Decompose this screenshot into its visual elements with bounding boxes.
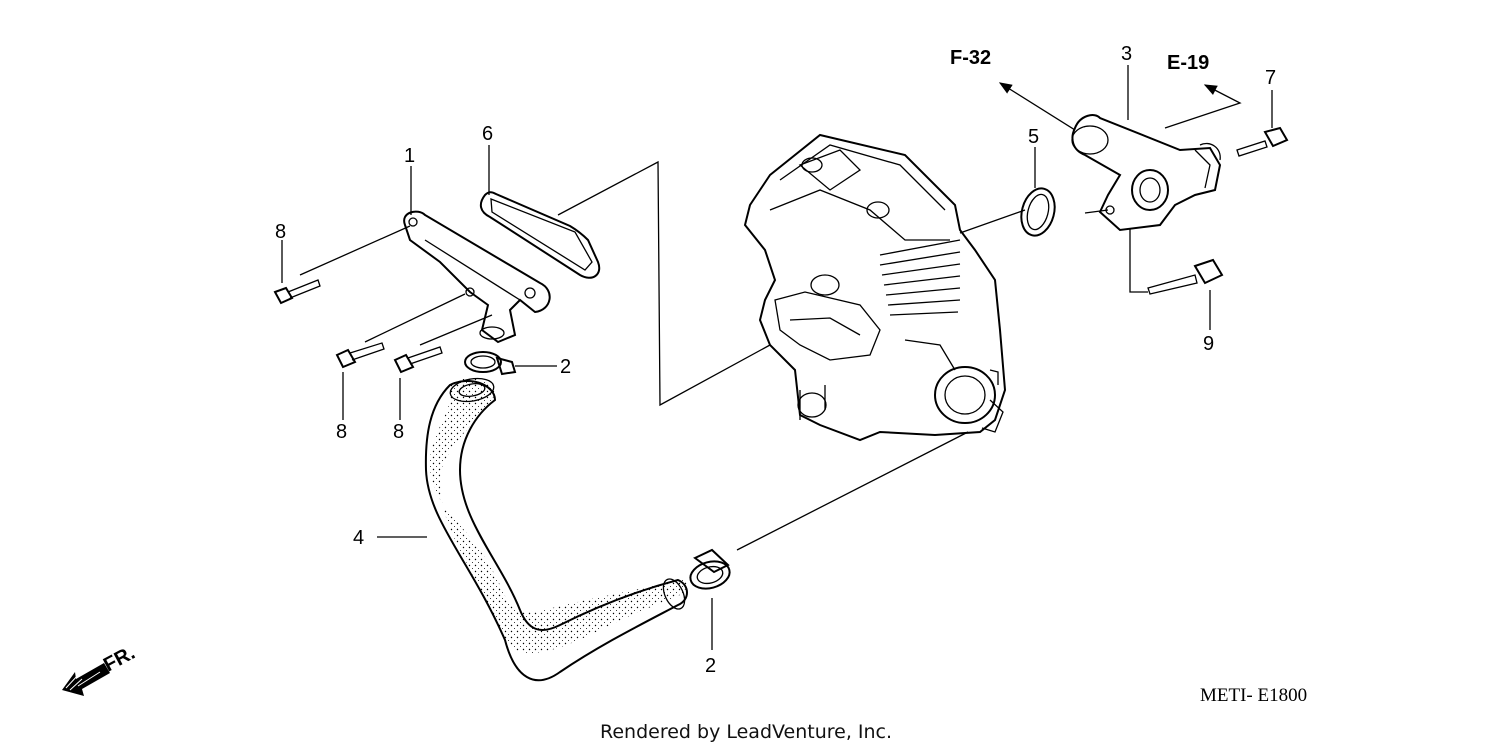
- callout-2-upper: 2: [560, 356, 571, 378]
- callout-2-lower: 2: [705, 655, 716, 677]
- bolt-part-7: [1236, 126, 1289, 157]
- callout-1: 1: [404, 145, 415, 167]
- leader-lines: [281, 65, 1273, 650]
- credit-text: Rendered by LeadVenture, Inc.: [600, 721, 892, 743]
- engine-block: [743, 133, 1007, 442]
- callout-4: 4: [353, 527, 364, 549]
- callout-8-middle: 8: [336, 421, 347, 443]
- hose-clamp-part-2-lower: [689, 548, 731, 590]
- o-ring-part-5: [1020, 187, 1056, 237]
- callout-8-right: 8: [393, 421, 404, 443]
- diagram-code: METI- E1800: [1200, 685, 1307, 706]
- bolt-part-8-middle: [335, 342, 385, 369]
- callout-9: 9: [1203, 333, 1214, 355]
- reference-e19: E-19: [1167, 52, 1209, 74]
- hose-clamp-part-2-upper: [464, 351, 517, 376]
- water-pipe-part-1: [403, 210, 551, 344]
- callout-5: 5: [1028, 126, 1039, 148]
- callout-3: 3: [1121, 43, 1132, 65]
- hose-part-4: [424, 377, 688, 682]
- callout-7: 7: [1265, 67, 1276, 89]
- bolt-part-9: [1147, 258, 1224, 295]
- callout-6: 6: [482, 123, 493, 145]
- front-arrow-icon: [62, 663, 110, 696]
- gasket-part-6: [479, 191, 601, 279]
- bolt-part-8-right: [393, 346, 443, 374]
- callout-8-left: 8: [275, 221, 286, 243]
- outlet-pipe-part-3: [1071, 114, 1222, 232]
- reference-f32: F-32: [950, 47, 991, 69]
- bolt-part-8-left: [273, 279, 321, 305]
